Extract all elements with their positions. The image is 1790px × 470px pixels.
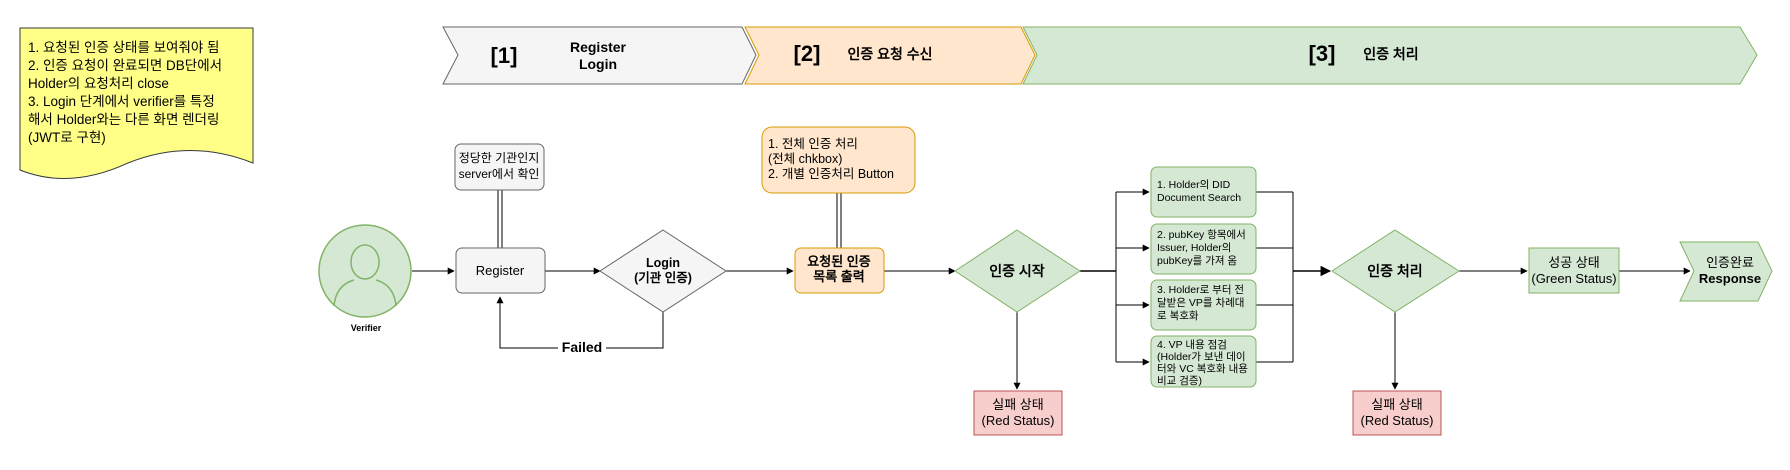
phase-2-label: 인증 요청 수신: [847, 46, 932, 62]
phase-2-number: [2]: [794, 41, 821, 66]
success-line-2: (Green Status): [1531, 271, 1616, 286]
response-node: 인증완료 Response: [1679, 241, 1773, 302]
request-list-line-2: 목록 출력: [813, 269, 864, 284]
auth-start-decision[interactable]: 인증 시작: [954, 229, 1081, 313]
step-1-line-1: 1. Holder의 DID: [1157, 179, 1231, 191]
success-status-box: 성공 상태 (Green Status): [1528, 247, 1620, 294]
list-note-line-2: (전체 chkbox): [768, 152, 842, 166]
login-line-2: (기관 인증): [634, 270, 692, 285]
sticky-note: 1. 요청된 인증 상태를 보여줘야 됨 2. 인증 요청이 완료되면 DB단에…: [19, 27, 254, 179]
step-4-box: 4. VP 내용 점검 (Holder가 보낸 데이 터와 VC 복호화 내용 …: [1150, 335, 1257, 388]
auth-process-label: 인증 처리: [1367, 263, 1422, 279]
note-line-6: (JWT로 구현): [28, 130, 106, 145]
step-2-line-2: Issuer, Holder의: [1157, 242, 1231, 254]
response-line-2: Response: [1699, 271, 1761, 286]
phase-1-number: [1]: [491, 43, 518, 68]
login-decision[interactable]: Login (기관 인증): [599, 229, 727, 313]
verifier-label: Verifier: [351, 323, 382, 333]
register-label: Register: [476, 263, 525, 278]
list-note-line-3: 2. 개별 인증처리 Button: [768, 167, 894, 181]
phase-1-label-1: Register: [570, 39, 627, 55]
step-2-line-1: 2. pubKey 항목에서: [1157, 229, 1246, 241]
step-2-box: 2. pubKey 항목에서 Issuer, Holder의 pubKey를 가…: [1150, 223, 1257, 275]
success-line-1: 성공 상태: [1548, 255, 1599, 270]
failed-label-bg: [558, 339, 606, 356]
fail-1-line-1: 실패 상태: [992, 397, 1043, 412]
register-node[interactable]: Register: [455, 247, 546, 294]
step-4-line-3: 터와 VC 복호화 내용: [1157, 363, 1248, 375]
phase-3-banner: [3] 인증 처리: [1022, 26, 1758, 85]
fail-2-line-2: (Red Status): [1361, 413, 1434, 428]
verifier-circle: [318, 224, 412, 318]
login-line-1: Login: [646, 256, 680, 270]
fail-2-line-1: 실패 상태: [1371, 397, 1422, 412]
note-line-2: 2. 인증 요청이 완료되면 DB단에서: [28, 58, 222, 73]
phase-1-banner: [1] Register Login: [442, 26, 757, 85]
verifier-actor: Verifier: [318, 224, 412, 333]
note-line-1: 1. 요청된 인증 상태를 보여줘야 됨: [28, 40, 219, 55]
server-check-line-2: server에서 확인: [459, 167, 540, 181]
server-check-box: 정당한 기관인지 server에서 확인: [454, 143, 545, 191]
note-line-4: 3. Login 단계에서 verifier를 특정: [28, 94, 215, 109]
step-3-line-3: 로 복호화: [1157, 310, 1199, 322]
phase-3-label: 인증 처리: [1363, 46, 1418, 62]
step-4-line-1: 4. VP 내용 점검: [1157, 339, 1227, 351]
user-icon: [333, 244, 397, 307]
fail-status-box-1: 실패 상태 (Red Status): [973, 390, 1063, 436]
step-1-line-2: Document Search: [1157, 192, 1241, 204]
response-line-1: 인증완료: [1706, 255, 1754, 270]
step-3-box: 3. Holder로 부터 전 달받은 VP를 차례대 로 복호화: [1150, 279, 1257, 331]
step-2-line-3: pubKey를 가져 옴: [1157, 255, 1237, 267]
list-note-box: 1. 전체 인증 처리 (전체 chkbox) 2. 개별 인증처리 Butto…: [761, 126, 916, 194]
step-4-line-4: 비교 검증): [1157, 375, 1202, 387]
phase-3-number: [3]: [1309, 41, 1336, 66]
auth-start-label: 인증 시작: [989, 263, 1045, 279]
fail-status-box-2: 실패 상태 (Red Status): [1352, 390, 1442, 436]
fail-1-line-2: (Red Status): [982, 413, 1055, 428]
request-list-line-1: 요청된 인증: [807, 254, 870, 269]
phase-2-banner: [2] 인증 요청 수신: [744, 26, 1036, 85]
failed-label: Failed: [562, 339, 602, 355]
note-line-3: Holder의 요청처리 close: [28, 76, 169, 91]
list-note-line-1: 1. 전체 인증 처리: [768, 137, 858, 151]
server-check-line-1: 정당한 기관인지: [459, 151, 540, 165]
auth-process-decision[interactable]: 인증 처리: [1331, 229, 1460, 313]
step-4-line-2: (Holder가 보낸 데이: [1157, 351, 1246, 363]
step-3-line-1: 3. Holder로 부터 전: [1157, 284, 1244, 296]
step-1-box: 1. Holder의 DID Document Search: [1150, 166, 1257, 218]
request-list-node[interactable]: 요청된 인증 목록 출력: [794, 247, 885, 294]
step-3-line-2: 달받은 VP를 차례대: [1157, 297, 1244, 309]
note-line-5: 해서 Holder와는 다른 화면 렌더링: [28, 112, 219, 127]
phase-1-label-2: Login: [579, 56, 617, 72]
